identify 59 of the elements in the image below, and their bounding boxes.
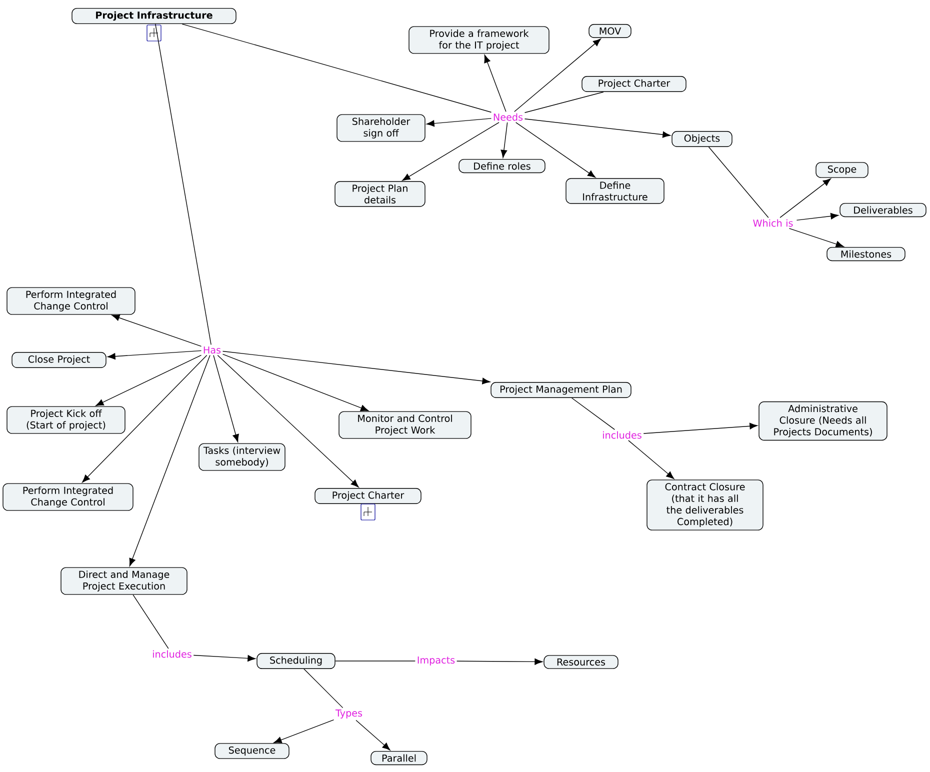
arrow: [96, 354, 202, 406]
concept-box: Project Charter: [314, 488, 422, 504]
arrow: [628, 440, 674, 480]
arrow: [500, 122, 508, 158]
concept-box: Provide a framework for the IT project: [408, 26, 550, 54]
linking-phrase: Types: [335, 710, 362, 718]
arrow: [402, 122, 500, 181]
concept-box: MOV: [588, 24, 632, 38]
arrow: [129, 354, 210, 566]
arrow: [426, 118, 492, 127]
concept-box: Tasks (interview somebody): [198, 443, 286, 471]
concept-box: Project Infrastructure: [72, 8, 236, 24]
concept-box: Monitor and Control Project Work: [338, 411, 472, 439]
concept-box: Define Infrastructure: [566, 178, 664, 204]
linking-phrase: includes: [603, 431, 642, 439]
concept-box: Objects: [672, 131, 732, 147]
arrow: [643, 422, 758, 434]
concept-box: Scheduling: [256, 653, 336, 669]
concept-box: Milestones: [826, 246, 906, 262]
arrow: [217, 354, 359, 488]
arrow: [780, 178, 831, 218]
concept-box: Project Kick off (Start of project): [6, 406, 126, 434]
concept-box: Scope: [816, 162, 868, 178]
arrow: [796, 212, 839, 221]
arrow: [213, 354, 239, 442]
arrow: [193, 654, 256, 662]
concept-box: Project Management Plan: [490, 382, 632, 398]
arrow: [788, 228, 844, 248]
arrow: [515, 122, 596, 178]
concept-box: Administrative Closure (Needs all Projects Documents): [758, 401, 888, 441]
concept-box: Project Plan details: [334, 181, 426, 207]
concept-box: Contract Closure (that it has all the deliverables Completed): [646, 480, 764, 530]
arrow: [484, 54, 506, 112]
concept-box: Shareholder sign off: [336, 114, 426, 142]
linking-phrase: Needs: [494, 113, 523, 121]
linking-phrase: Which is: [753, 219, 793, 227]
linking-phrase: Impacts: [418, 656, 455, 666]
concept-box: Sequence: [214, 743, 290, 759]
concept-box: Close Project: [12, 352, 106, 368]
arrow: [222, 354, 369, 412]
arrow: [514, 38, 601, 112]
arrow: [456, 658, 543, 665]
linking-phrase: Has: [204, 346, 221, 354]
arrow: [524, 118, 671, 138]
concept-box: Perform Integrated Change Control: [2, 483, 134, 511]
concept-box: Define roles: [458, 158, 546, 174]
arrow: [112, 314, 202, 347]
arrow: [274, 719, 334, 744]
concept-box: Perform Integrated Change Control: [6, 287, 136, 315]
arrow: [107, 350, 202, 360]
concept-box: Parallel: [370, 750, 428, 766]
concept-box: Project Charter: [582, 76, 686, 92]
linking-phrase: includes: [153, 650, 192, 658]
arrow: [356, 720, 390, 750]
arrow: [82, 354, 208, 483]
arrow: [222, 350, 490, 384]
concept-box: Deliverables: [840, 202, 926, 218]
concept-box: Resources: [544, 655, 618, 669]
concept-box: Direct and Manage Project Execution: [60, 567, 188, 595]
